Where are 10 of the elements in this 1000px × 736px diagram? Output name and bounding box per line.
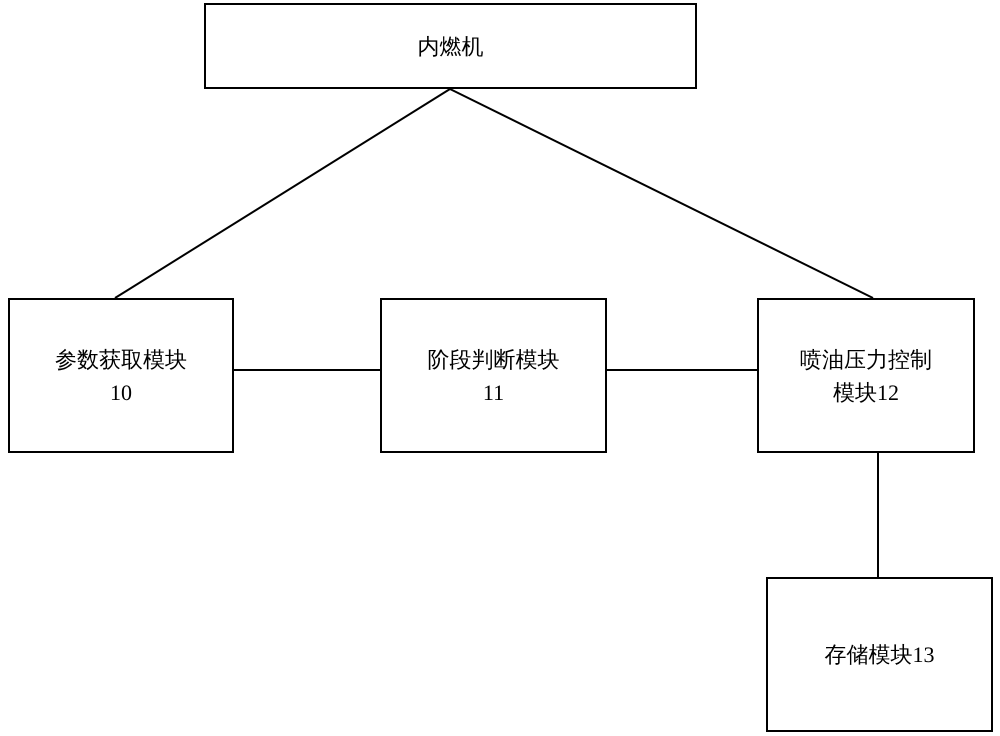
connector-line <box>607 369 757 371</box>
module-box: 存储模块13 <box>766 577 993 732</box>
connector-line <box>114 88 451 299</box>
connector-line <box>877 453 879 577</box>
module-box: 阶段判断模块11 <box>380 298 607 453</box>
engine-box: 内燃机 <box>204 3 697 89</box>
connector-line <box>234 369 380 371</box>
module-box: 喷油压力控制模块12 <box>757 298 975 453</box>
module-box: 参数获取模块10 <box>8 298 234 453</box>
connector-line <box>450 88 874 299</box>
